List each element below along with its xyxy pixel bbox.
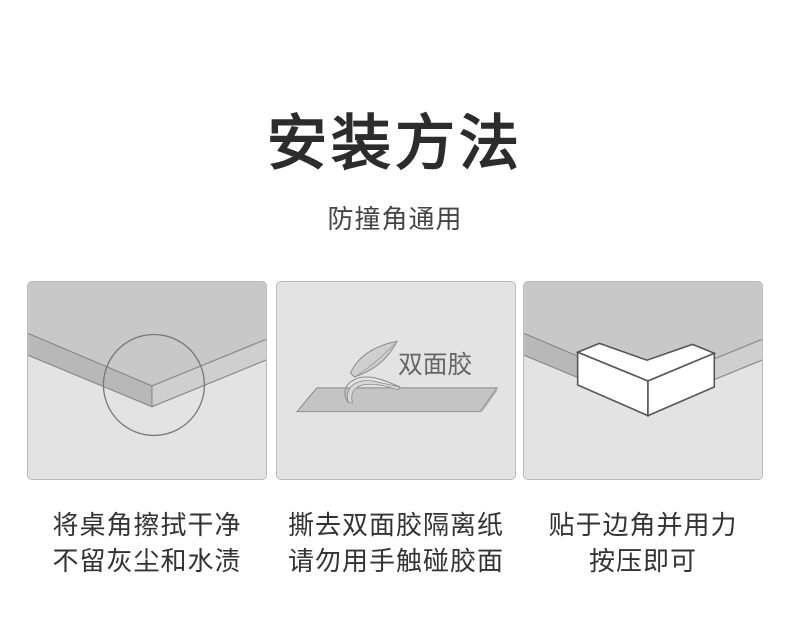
- step-3-caption: 贴于边角并用力 按压即可: [518, 508, 768, 580]
- step-1-line-2: 不留灰尘和水渍: [52, 547, 242, 577]
- step-2-illustration: 双面胶: [276, 281, 516, 480]
- tape-label: 双面胶: [398, 350, 472, 379]
- step-3-line-2: 按压即可: [588, 547, 697, 577]
- tape-peel-icon: 双面胶: [295, 340, 498, 413]
- step-1-caption: 将桌角擦拭干净 不留灰尘和水渍: [22, 508, 272, 580]
- clean-corner-icon: [28, 282, 266, 437]
- page-subtitle: 防撞角通用: [327, 205, 463, 235]
- step-2-caption: 撕去双面胶隔离纸 请勿用手触碰胶面: [271, 508, 521, 580]
- step-1-illustration: [27, 281, 267, 480]
- corner-protector-icon: [524, 282, 762, 417]
- step-2-line-1: 撕去双面胶隔离纸: [287, 511, 504, 541]
- step-3-line-1: 贴于边角并用力: [548, 511, 738, 541]
- page-title: 安装方法: [267, 109, 523, 179]
- step-1-line-1: 将桌角擦拭干净: [52, 511, 242, 541]
- step-3-illustration: [523, 281, 763, 480]
- step-2-line-2: 请勿用手触碰胶面: [287, 547, 504, 577]
